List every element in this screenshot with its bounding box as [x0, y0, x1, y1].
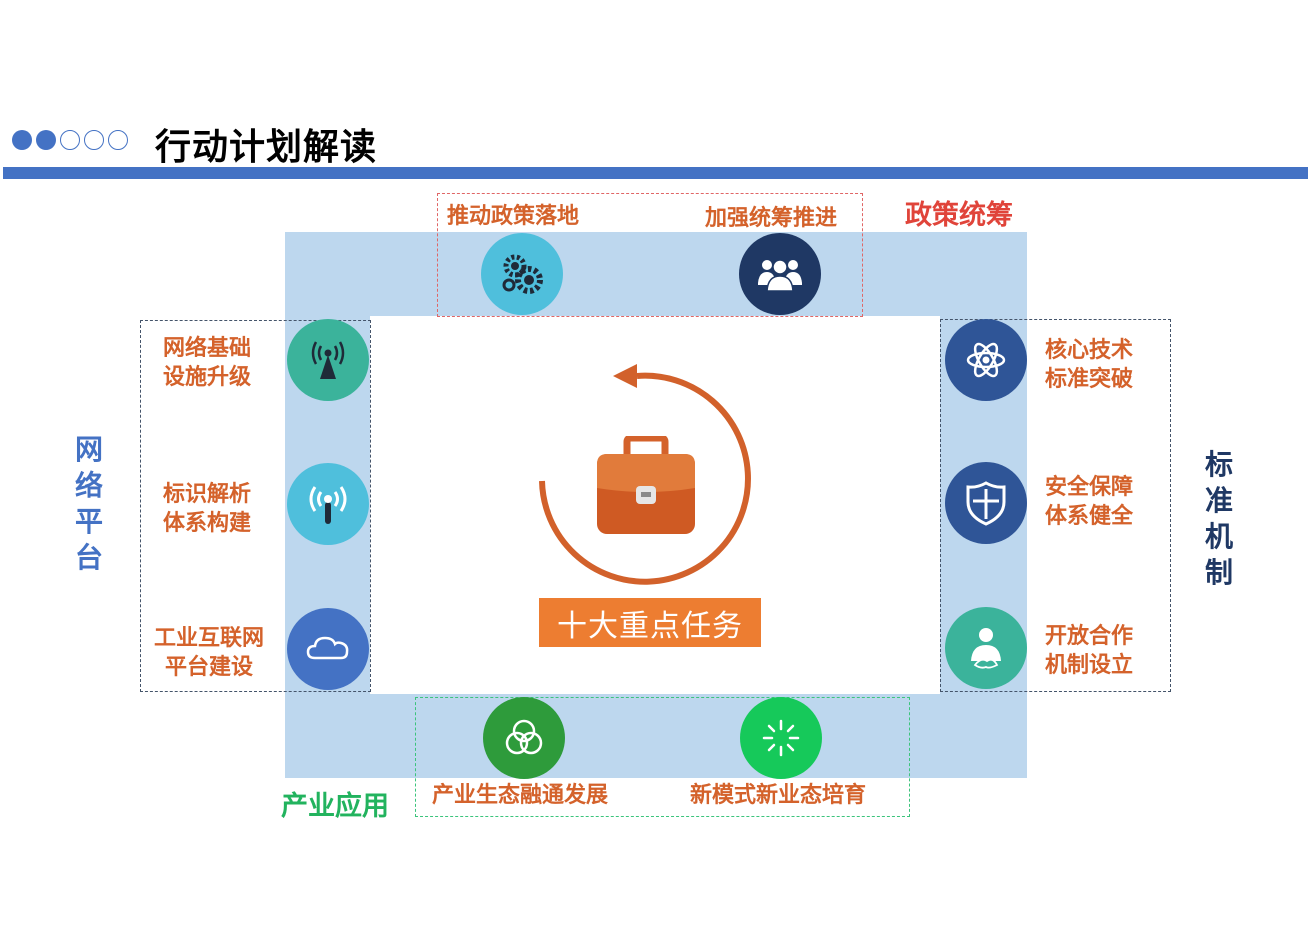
frame-bottom [285, 694, 1027, 778]
shield-icon [945, 462, 1027, 544]
standard-item-label: 开放合作 机制设立 [1045, 624, 1134, 678]
briefcase-icon [597, 436, 695, 534]
cycle-arrow-icon [539, 364, 751, 585]
rings-icon [483, 697, 565, 779]
policy-item-label: 推动政策落地 [447, 204, 580, 229]
sparkle-icon [740, 697, 822, 779]
industry-item-label: 新模式新业态培育 [690, 783, 867, 808]
progress-dots [12, 130, 128, 150]
signal-tower-icon [287, 319, 369, 401]
standard-item-label: 核心技术 标准突破 [1045, 338, 1134, 392]
cloud-icon [287, 608, 369, 690]
center-task-badge: 十大重点任务 [539, 598, 761, 647]
industry-group-box [415, 697, 910, 817]
industry-item-label: 产业生态融通发展 [432, 783, 609, 808]
handshake-icon [945, 607, 1027, 689]
progress-dot-filled [12, 130, 32, 150]
progress-dot-empty [84, 130, 104, 150]
page-title: 行动计划解读 [155, 127, 378, 168]
network-item-label: 网络基础 设施升级 [163, 336, 252, 390]
wireless-icon [287, 463, 369, 545]
gears-icon [481, 233, 563, 315]
progress-dot-empty [60, 130, 80, 150]
standard-item-label: 安全保障 体系健全 [1045, 475, 1134, 529]
atom-icon [945, 319, 1027, 401]
frame-top [285, 232, 1027, 316]
network-item-label: 工业互联网 平台建设 [154, 626, 265, 680]
title-divider [3, 167, 1308, 179]
progress-dot-filled [36, 130, 56, 150]
network-item-label: 标识解析 体系构建 [163, 482, 252, 536]
network-group-box [140, 320, 371, 692]
category-industry: 产业应用 [281, 791, 389, 822]
policy-group-box [437, 193, 863, 317]
progress-dot-empty [108, 130, 128, 150]
team-icon [739, 233, 821, 315]
standard-group-box [940, 319, 1171, 692]
category-policy: 政策统筹 [905, 200, 1013, 231]
policy-item-label: 加强统筹推进 [705, 206, 838, 231]
category-standard: 标准机制 [1204, 448, 1233, 589]
category-network: 网络平台 [74, 433, 103, 574]
